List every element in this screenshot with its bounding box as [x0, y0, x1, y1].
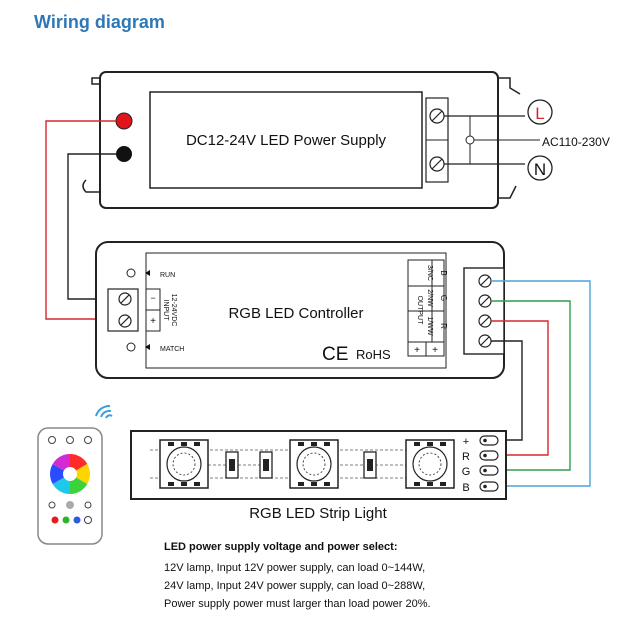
terminal-negative [116, 146, 132, 162]
input-voltage-label: 12-24VDC [170, 294, 177, 327]
blue-button-icon [73, 516, 81, 524]
input-plus-label: + [150, 316, 156, 327]
strip-label: RGB LED Strip Light [249, 505, 387, 522]
wifi-signal-icon [95, 405, 113, 419]
output-plus-label: + [432, 345, 438, 356]
controller-label: RGB LED Controller [228, 305, 363, 322]
power-select-notes: LED power supply voltage and power selec… [164, 541, 634, 613]
terminal-n-label: N [534, 160, 546, 179]
strip-pin-r: R [462, 451, 470, 463]
notes-line: Power supply power must larger than load… [164, 598, 431, 610]
rgb-output-wiring [491, 280, 591, 487]
led-strip: + R G B RGB LED Strip Light [130, 430, 507, 522]
dc-negative-wire [67, 153, 116, 300]
neutral-terminal-icon [527, 155, 553, 181]
ce-mark: CE [322, 344, 348, 365]
match-label: MATCH [160, 346, 184, 353]
notes-heading: LED power supply voltage and power selec… [164, 541, 398, 553]
terminal-l-label: L [535, 104, 544, 123]
color-wheel-icon [50, 454, 90, 494]
strip-pin-b: B [462, 482, 469, 494]
ac-voltage-label: AC110-230V [542, 135, 610, 149]
solder-pad-icon [479, 435, 499, 492]
page-title: Wiring diagram [34, 12, 165, 32]
output-label: OUTPUT [416, 296, 423, 326]
run-led-icon [126, 268, 136, 278]
ac-input-wiring: L N AC110-230V [444, 99, 610, 181]
red-wire [491, 320, 549, 456]
output-color-g: G [439, 295, 448, 301]
power-supply-label-plate [149, 91, 423, 189]
screw-terminal-icon [478, 274, 492, 348]
green-button-icon [62, 516, 70, 524]
remote-control [37, 405, 113, 545]
terminal-positive [115, 112, 133, 130]
green-wire [491, 300, 571, 471]
match-button-icon [126, 342, 136, 352]
controller-label-plate [145, 252, 447, 369]
input-minus-label: − [150, 293, 155, 303]
common-wire [491, 340, 523, 441]
blue-wire [491, 280, 591, 487]
output-channel-3: 3/NC [426, 265, 433, 281]
strip-pin-g: G [462, 466, 471, 478]
output-channel-1: 1/WW [426, 316, 433, 335]
led-chip-icon [289, 439, 339, 489]
dc-positive-wire [45, 120, 116, 320]
strip-pin-plus: + [463, 436, 469, 448]
power-supply-label: DC12-24V LED Power Supply [186, 132, 387, 149]
output-color-b: B [439, 270, 448, 275]
led-chip-icon [405, 439, 455, 489]
run-label: RUN [160, 272, 175, 279]
notes-line: 12V lamp, Input 12V power supply, can lo… [164, 562, 426, 574]
output-plus-label: + [414, 345, 420, 356]
power-supply: DC12-24V LED Power Supply [82, 71, 521, 209]
led-chip-icon [159, 439, 209, 489]
rgb-controller: RGB LED Controller RUN MATCH − + INPUT 1… [95, 241, 505, 379]
input-label: INPUT [162, 300, 169, 322]
rohs-mark: RoHS [356, 347, 391, 362]
white-button-icon [84, 516, 92, 524]
live-terminal-icon [527, 99, 553, 125]
output-color-r: R [439, 323, 448, 329]
output-channel-table [407, 259, 445, 343]
output-channel-2: 2/NW [426, 289, 433, 307]
resistor-icon [225, 451, 377, 479]
notes-line: 24V lamp, Input 24V power supply, can lo… [164, 580, 426, 592]
red-button-icon [51, 516, 59, 524]
